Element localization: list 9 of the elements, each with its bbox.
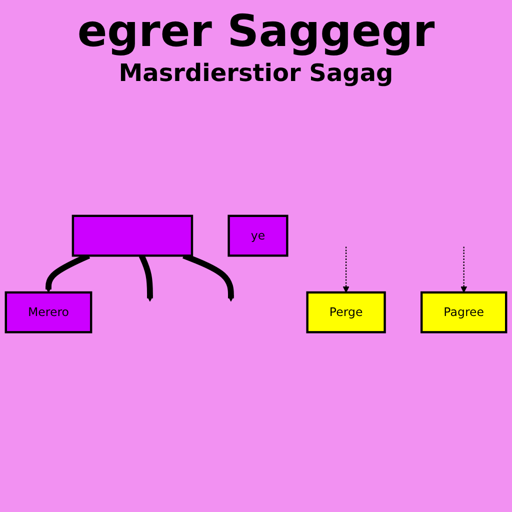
node-box: ye: [228, 214, 288, 257]
node-box: Merero: [4, 291, 92, 334]
node-box: Perge: [306, 291, 386, 334]
node-bar: [72, 214, 194, 257]
subtitle: Masrdierstior Sagag: [118, 59, 394, 87]
arrow: [460, 246, 468, 293]
arrow: [342, 246, 350, 293]
title: egrer Saggegr: [76, 6, 436, 57]
node-box: Pagree: [420, 291, 508, 334]
